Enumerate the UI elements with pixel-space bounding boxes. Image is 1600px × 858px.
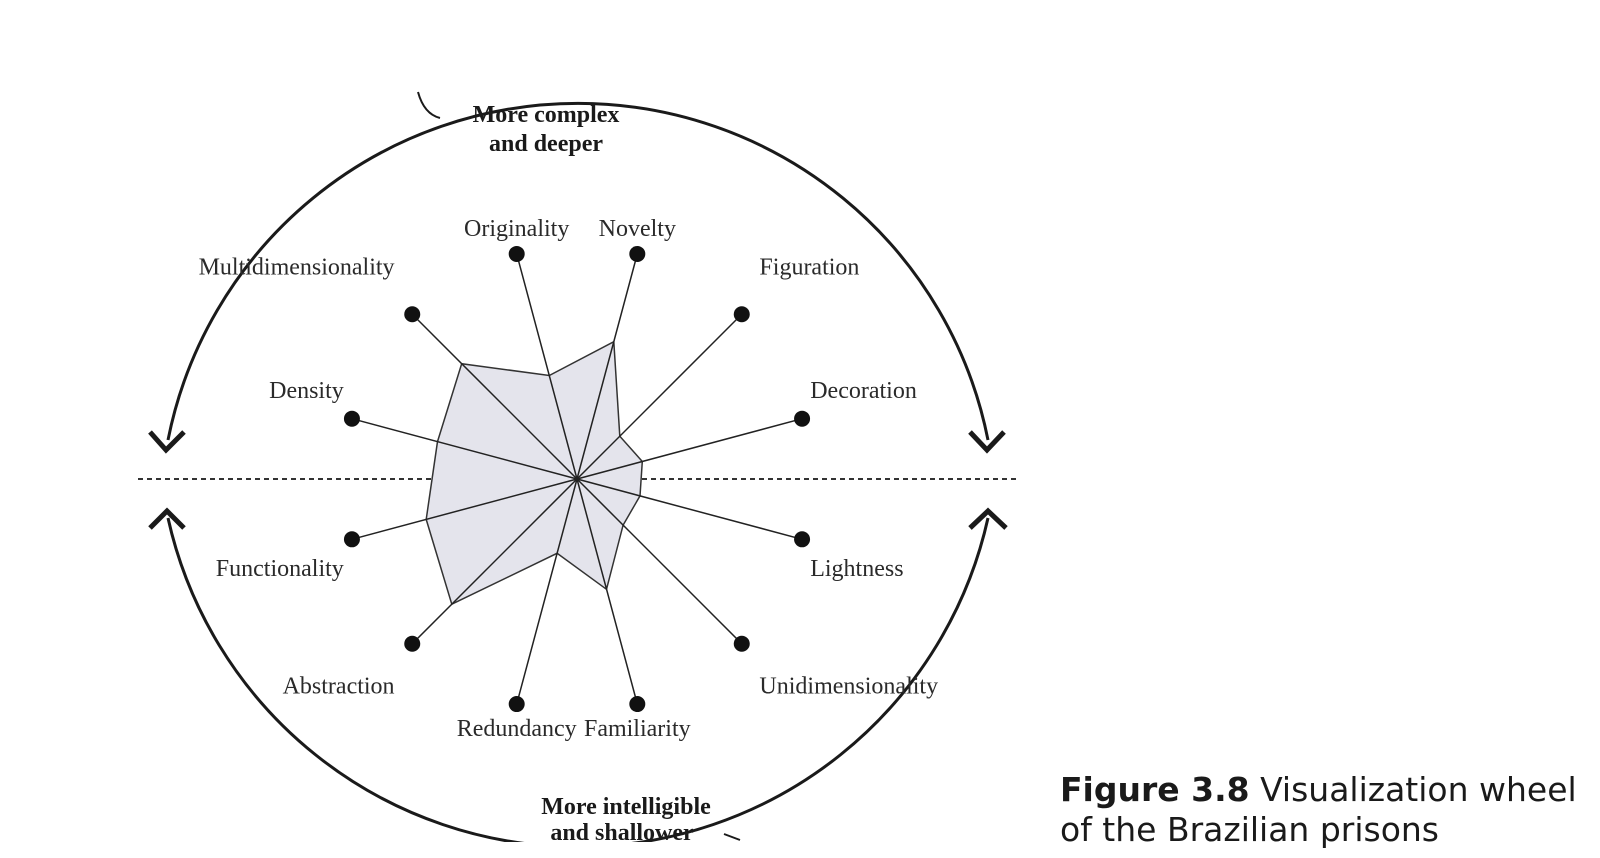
arrowhead-bottom-left: [148, 507, 186, 530]
spoke-unidimensionality: [576, 478, 743, 645]
spoke-functionality: [351, 478, 578, 541]
spoke-label-density: Density: [269, 378, 344, 404]
spoke-dot-lightness: [794, 531, 811, 548]
spoke-label-originality: Originality: [464, 216, 569, 242]
spoke-decoration: [576, 417, 803, 480]
spoke-dot-originality: [508, 245, 525, 262]
spoke-redundancy: [515, 478, 578, 705]
spoke-dot-redundancy: [508, 696, 525, 713]
spoke-dot-functionality: [343, 531, 360, 548]
caption-text: Visualization wheel of the Brazilian pri…: [1060, 770, 1577, 849]
top-arc: [166, 101, 990, 441]
figure-number: Figure 3.8: [1060, 770, 1250, 809]
spoke-dot-familiarity: [629, 696, 646, 713]
top-region-label-line2: and deeper: [489, 131, 603, 157]
spoke-density: [351, 417, 578, 480]
spoke-dot-density: [343, 410, 360, 427]
profile-polygon: [425, 340, 644, 606]
spoke-label-multidimensionality: Multidimensionality: [199, 255, 395, 281]
spoke-lightness: [576, 478, 803, 541]
arrowhead-top-left: [148, 430, 186, 454]
spoke-label-functionality: Functionality: [216, 556, 344, 582]
bottom-region-label-line1: More intelligible: [541, 794, 711, 820]
top-region-label-line1: More complex: [473, 102, 620, 128]
bottom-arc: [166, 517, 990, 842]
spoke-label-abstraction: Abstraction: [283, 673, 395, 699]
spoke-label-familiarity: Familiarity: [584, 716, 691, 742]
arrowhead-top-right: [968, 430, 1006, 454]
spoke-label-lightness: Lightness: [810, 556, 903, 582]
spoke-multidimensionality: [411, 313, 578, 480]
spoke-label-decoration: Decoration: [810, 378, 917, 404]
arrowhead-bottom-right: [968, 507, 1008, 530]
bottom-region-label-line2: and shallower: [550, 820, 694, 846]
spoke-dot-figuration: [733, 306, 750, 323]
spoke-label-redundancy: Redundancy: [457, 716, 577, 742]
spoke-label-novelty: Novelty: [599, 216, 676, 242]
spoke-dot-decoration: [794, 410, 811, 427]
spoke-abstraction: [411, 478, 578, 645]
spoke-label-figuration: Figuration: [759, 255, 859, 281]
spoke-originality: [515, 253, 578, 480]
spoke-familiarity: [576, 478, 639, 705]
spoke-dot-abstraction: [404, 635, 421, 652]
spoke-novelty: [576, 253, 639, 480]
spoke-dot-unidimensionality: [733, 635, 750, 652]
spoke-label-unidimensionality: Unidimensionality: [759, 673, 938, 699]
spoke-dot-novelty: [629, 245, 646, 262]
figure-caption: Figure 3.8 Visualization wheel of the Br…: [1060, 770, 1580, 850]
spoke-dot-multidimensionality: [404, 306, 421, 323]
top-label-leader: [417, 91, 441, 119]
spoke-figuration: [576, 313, 743, 480]
bottom-label-leader: [723, 833, 741, 841]
